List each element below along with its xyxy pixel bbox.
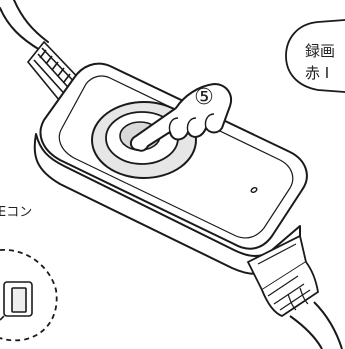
callout-bubble: 録画 赤 I — [285, 19, 345, 93]
remote-label: Eコン — [0, 205, 32, 220]
cable-top — [0, 0, 49, 51]
switch-icon — [0, 281, 33, 321]
callout-line-1: 録画 — [305, 42, 335, 60]
step-number-badge: ⑤ — [194, 85, 214, 110]
cable-bottom — [289, 301, 343, 349]
callout-line-2: 赤 I — [305, 64, 329, 82]
finger-hand-icon — [130, 83, 232, 152]
detail-circle — [0, 249, 58, 342]
strain-relief-bottom — [246, 234, 319, 318]
